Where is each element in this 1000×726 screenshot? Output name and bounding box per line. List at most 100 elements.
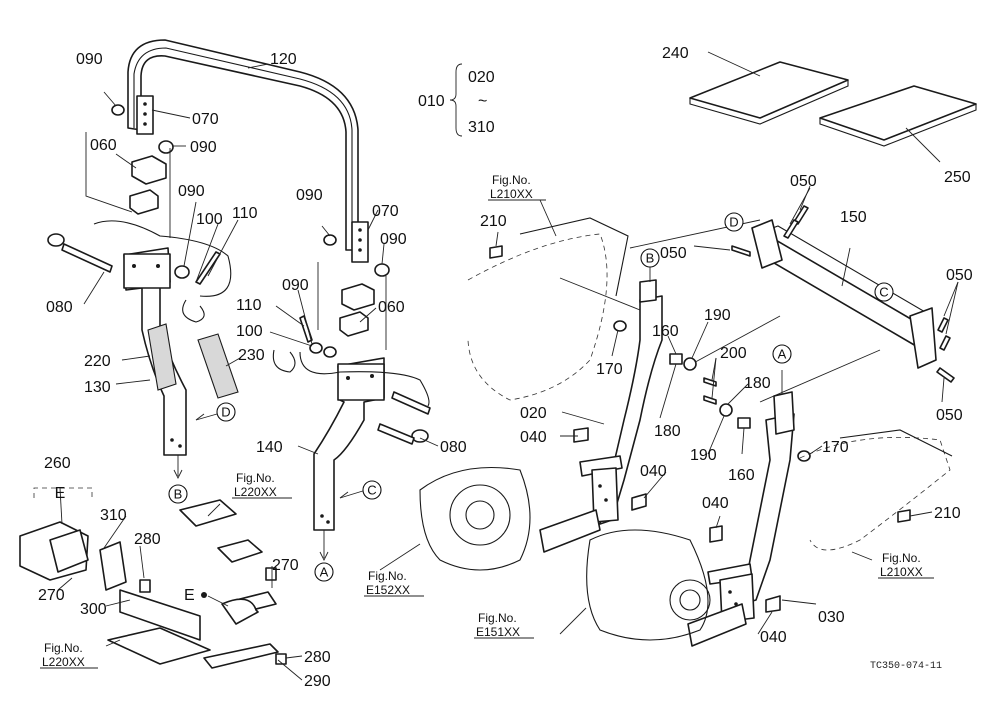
part-label-060: 060: [378, 299, 405, 316]
label-220: [147, 323, 177, 391]
part-label-160: 160: [728, 467, 755, 484]
fig-ref-caption: Fig.No.: [44, 641, 83, 655]
range-brace: [449, 63, 463, 137]
part-label-220: 220: [84, 353, 111, 370]
leg-140: [313, 357, 385, 562]
connector-a: A: [320, 565, 329, 580]
part-label-110: 110: [236, 297, 262, 314]
view-e-assembly: [19, 487, 287, 669]
part-label-300: 300: [80, 601, 107, 618]
part-label-100: 100: [236, 323, 263, 340]
fig-ref-code: L220XX: [234, 485, 277, 499]
part-label-090: 090: [76, 51, 103, 68]
fig-ref-code: E152XX: [366, 583, 410, 597]
bolts-050: [731, 205, 955, 383]
part-label-040: 040: [702, 495, 729, 512]
part-label-280: 280: [304, 649, 331, 666]
clamp-blocks-060: [129, 155, 375, 337]
range-tilde: ~: [478, 93, 487, 110]
connector-c: C: [367, 483, 376, 498]
part-label-150: 150: [840, 209, 867, 226]
bracket-070-right: [351, 221, 369, 263]
part-label-050: 050: [936, 407, 963, 424]
part-label-040: 040: [760, 629, 787, 646]
part-label-070: 070: [192, 111, 219, 128]
leg-130: [123, 247, 239, 480]
cross-member-150: [751, 219, 937, 369]
part-label-090: 090: [282, 277, 309, 294]
fig-ref-caption: Fig.No.: [368, 569, 407, 583]
connector-a: A: [778, 347, 787, 362]
e-marker: E: [184, 587, 195, 604]
part-label-120: 120: [270, 51, 297, 68]
part-label-050: 050: [660, 245, 687, 262]
part-label-140: 140: [256, 439, 283, 456]
part-label-200: 200: [720, 345, 747, 362]
range-from-020: 020: [468, 69, 495, 86]
connector-b: B: [174, 487, 183, 502]
connector-d: D: [221, 405, 230, 420]
tractor-body-outline: [419, 217, 953, 641]
small-hardware-right: [489, 245, 911, 613]
part-label-090: 090: [190, 139, 217, 156]
fig-ref-code: L210XX: [490, 187, 533, 201]
part-label-110: 110: [232, 205, 258, 222]
part-label-100: 100: [196, 211, 223, 228]
part-label-030: 030: [818, 609, 845, 626]
range-label-010: 010: [418, 93, 445, 110]
part-label-080: 080: [440, 439, 467, 456]
part-label-170: 170: [822, 439, 849, 456]
part-label-090: 090: [380, 231, 407, 248]
range-to-310: 310: [468, 119, 495, 136]
fig-ref-code: L210XX: [880, 565, 923, 579]
part-label-070: 070: [372, 203, 399, 220]
part-label-090: 090: [296, 187, 323, 204]
drawing-code: TC350-074-11: [870, 661, 942, 672]
part-label-270: 270: [38, 587, 65, 604]
part-label-190: 190: [704, 307, 731, 324]
fig-ref-code: E151XX: [476, 625, 520, 639]
pins-and-cables: [47, 220, 431, 445]
connector-c: C: [879, 285, 888, 300]
part-label-290: 290: [304, 673, 331, 690]
figure-references: Fig.No. L220XX Fig.No. L210XX Fig.No. L2…: [42, 173, 923, 669]
part-label-050: 050: [946, 267, 973, 284]
part-label-280: 280: [134, 531, 161, 548]
part-label-040: 040: [520, 429, 547, 446]
part-label-060: 060: [90, 137, 117, 154]
part-label-170: 170: [596, 361, 623, 378]
fig-ref-caption: Fig.No.: [478, 611, 517, 625]
label-leaders: [57, 63, 959, 681]
part-label-040: 040: [640, 463, 667, 480]
part-label-310: 310: [100, 507, 127, 524]
part-label-080: 080: [46, 299, 73, 316]
fig-ref-code: L220XX: [42, 655, 85, 669]
label-230: [197, 333, 239, 399]
part-label-270: 270: [272, 557, 299, 574]
part-label-180: 180: [654, 423, 681, 440]
connector-b: B: [646, 251, 655, 266]
part-label-210: 210: [480, 213, 507, 230]
manuals: [689, 51, 977, 163]
connection-markers: A A B B C C D D: [168, 212, 894, 582]
part-label-230: 230: [238, 347, 265, 364]
rops-frame-120: [127, 39, 369, 263]
fig-ref-caption: Fig.No.: [492, 173, 531, 187]
connector-d: D: [729, 215, 738, 230]
fig-ref-caption: Fig.No.: [882, 551, 921, 565]
fig-ref-underlines: [40, 199, 934, 669]
mount-bracket-020: [539, 266, 663, 553]
part-label-130: 130: [84, 379, 111, 396]
fig-ref-caption: Fig.No.: [236, 471, 275, 485]
part-label-050: 050: [790, 173, 817, 190]
part-label-250: 250: [944, 169, 971, 186]
part-label-160: 160: [652, 323, 679, 340]
washers-upper: [111, 104, 390, 358]
part-label-090: 090: [178, 183, 205, 200]
mount-bracket-030: [687, 370, 795, 647]
part-label-180: 180: [744, 375, 771, 392]
part-label-260: 260: [44, 455, 71, 472]
part-label-020: 020: [520, 405, 547, 422]
